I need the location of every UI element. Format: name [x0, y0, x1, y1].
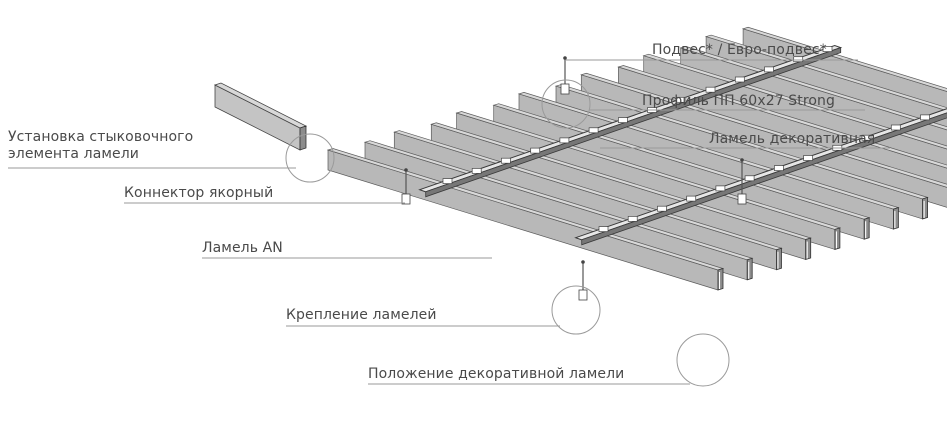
detail-circle [551, 285, 601, 335]
slat-end-face [746, 257, 753, 281]
lamella-slats [326, 26, 947, 291]
slat-end-face [922, 196, 928, 220]
slat-end-face [863, 217, 870, 240]
lamella-clip [559, 137, 570, 144]
lamella-clip [618, 117, 628, 123]
lamella-clip [442, 178, 453, 184]
detail-circle [285, 133, 335, 183]
hanger-clip [401, 193, 411, 205]
slat-top-face [741, 26, 947, 92]
suspension-hanger [560, 56, 570, 95]
loose-lamella-end [299, 125, 307, 151]
lamella-clip [822, 46, 833, 52]
label-anchor-connector: Коннектор якорный [124, 185, 274, 201]
loose-joint-lamella [213, 82, 308, 151]
lamella-slat [741, 26, 947, 112]
lamella-clip [861, 134, 872, 141]
lamella-clip [676, 96, 687, 103]
detail-circle [676, 333, 730, 387]
suspension-hanger [578, 260, 588, 301]
detail-circle [541, 79, 591, 129]
lamella-clip [774, 165, 784, 171]
lamella-clip [744, 175, 755, 182]
lamella-clip [588, 127, 599, 134]
label-joint-line2: элемента ламели [8, 146, 140, 162]
hanger-clip [737, 193, 747, 205]
label-lamel-decorative: Ламель декоративная [709, 131, 876, 147]
carrier-profiles [418, 44, 947, 246]
lamella-clip [920, 114, 930, 121]
profile-side [581, 112, 947, 246]
label-joint-element: Установка стыковочного элемента ламели [8, 129, 193, 163]
carrier-profile [418, 44, 843, 198]
profile-top [574, 108, 947, 241]
slat-top-face [704, 34, 947, 112]
lamella-clip [764, 66, 774, 73]
lamella-clip [598, 226, 609, 232]
slat-end-face [805, 237, 812, 261]
label-suspension: Подвес* / Евро-подвес* [652, 42, 827, 58]
suspension-hanger [737, 158, 747, 205]
lamella-clip [501, 157, 511, 164]
leader-lines [8, 59, 890, 385]
carrier-profile [574, 108, 947, 246]
label-lamella-fastening: Крепление ламелей [286, 307, 437, 323]
lamella-slat [326, 148, 725, 291]
lamella-clip [705, 86, 716, 93]
lamella-clip [686, 195, 697, 202]
hanger-clip [578, 289, 588, 301]
slat-end-face [834, 227, 841, 250]
slat-end-face [776, 247, 782, 271]
slat-side-face [742, 28, 947, 112]
detail-callout-circles [285, 79, 730, 387]
lamella-clip [627, 216, 638, 222]
lamella-clip [803, 155, 813, 161]
lamella-clip [890, 124, 901, 131]
lamella-clip [793, 56, 804, 63]
label-lamel-an: Ламель AN [202, 240, 283, 256]
profile-side [425, 47, 842, 198]
lamella-clip [715, 185, 726, 192]
label-joint-line1: Установка стыковочного [8, 129, 194, 145]
hanger-top [740, 158, 744, 162]
slat-end-face [717, 267, 724, 291]
slat-end-face [893, 207, 899, 230]
lamella-clip [734, 76, 745, 83]
hanger-clip [560, 83, 570, 95]
hanger-top [581, 260, 585, 264]
suspension-hangers [401, 56, 747, 301]
suspension-hanger [401, 168, 411, 205]
hanger-top [563, 56, 567, 60]
hanger-top [404, 168, 408, 172]
label-decorative-position: Положение декоративной ламели [368, 366, 625, 382]
label-profile: Профиль ПП 60x27 Strong [642, 93, 836, 109]
lamella-clip [657, 205, 667, 212]
lamella-clip [471, 168, 482, 174]
lamella-clip [530, 147, 541, 154]
